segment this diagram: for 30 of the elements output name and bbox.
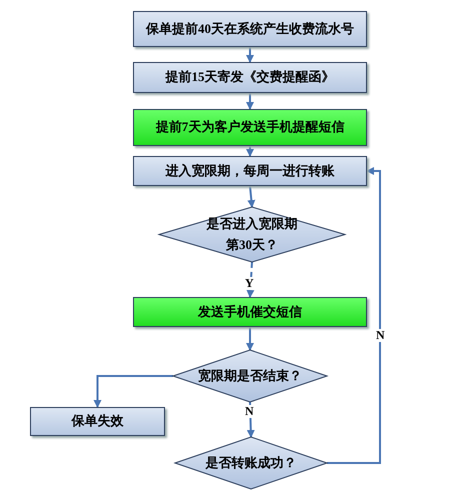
node-text: 提前15天寄发《交费提醒函》 [166, 68, 334, 86]
node-text: 提前7天为客户发送手机提醒短信 [156, 118, 344, 136]
arrow [246, 402, 255, 438]
arrow [246, 262, 254, 298]
edge-label: Y [244, 277, 255, 290]
edge-label: N [375, 329, 386, 342]
node-text: 宽限期是否结束？ [198, 366, 302, 385]
arrow [246, 146, 254, 157]
arrow [246, 93, 254, 110]
arrow [247, 186, 256, 208]
process-box [133, 109, 367, 146]
arrow [94, 375, 173, 408]
edge-label: N [244, 405, 255, 418]
arrow [327, 167, 381, 464]
process-box [133, 156, 367, 186]
process-box [133, 62, 367, 93]
node-text: 保单提前40天在系统产生收费流水号 [146, 20, 354, 38]
node-text: 保单失效 [72, 412, 124, 430]
node-text: 发送手机催交短信 [198, 302, 302, 321]
decision-diamond [175, 437, 327, 489]
decision-diamond [173, 350, 327, 402]
arrow [246, 327, 254, 351]
process-box [133, 297, 367, 327]
node-text: 是否转账成功？ [206, 454, 296, 472]
process-box [30, 407, 165, 436]
arrow [246, 47, 254, 63]
process-box [133, 11, 367, 47]
node-text: 进入宽限期，每周一进行转账 [166, 162, 334, 180]
decision-diamond [159, 207, 345, 262]
node-text: 是否进入宽限期第30天？ [206, 214, 298, 254]
